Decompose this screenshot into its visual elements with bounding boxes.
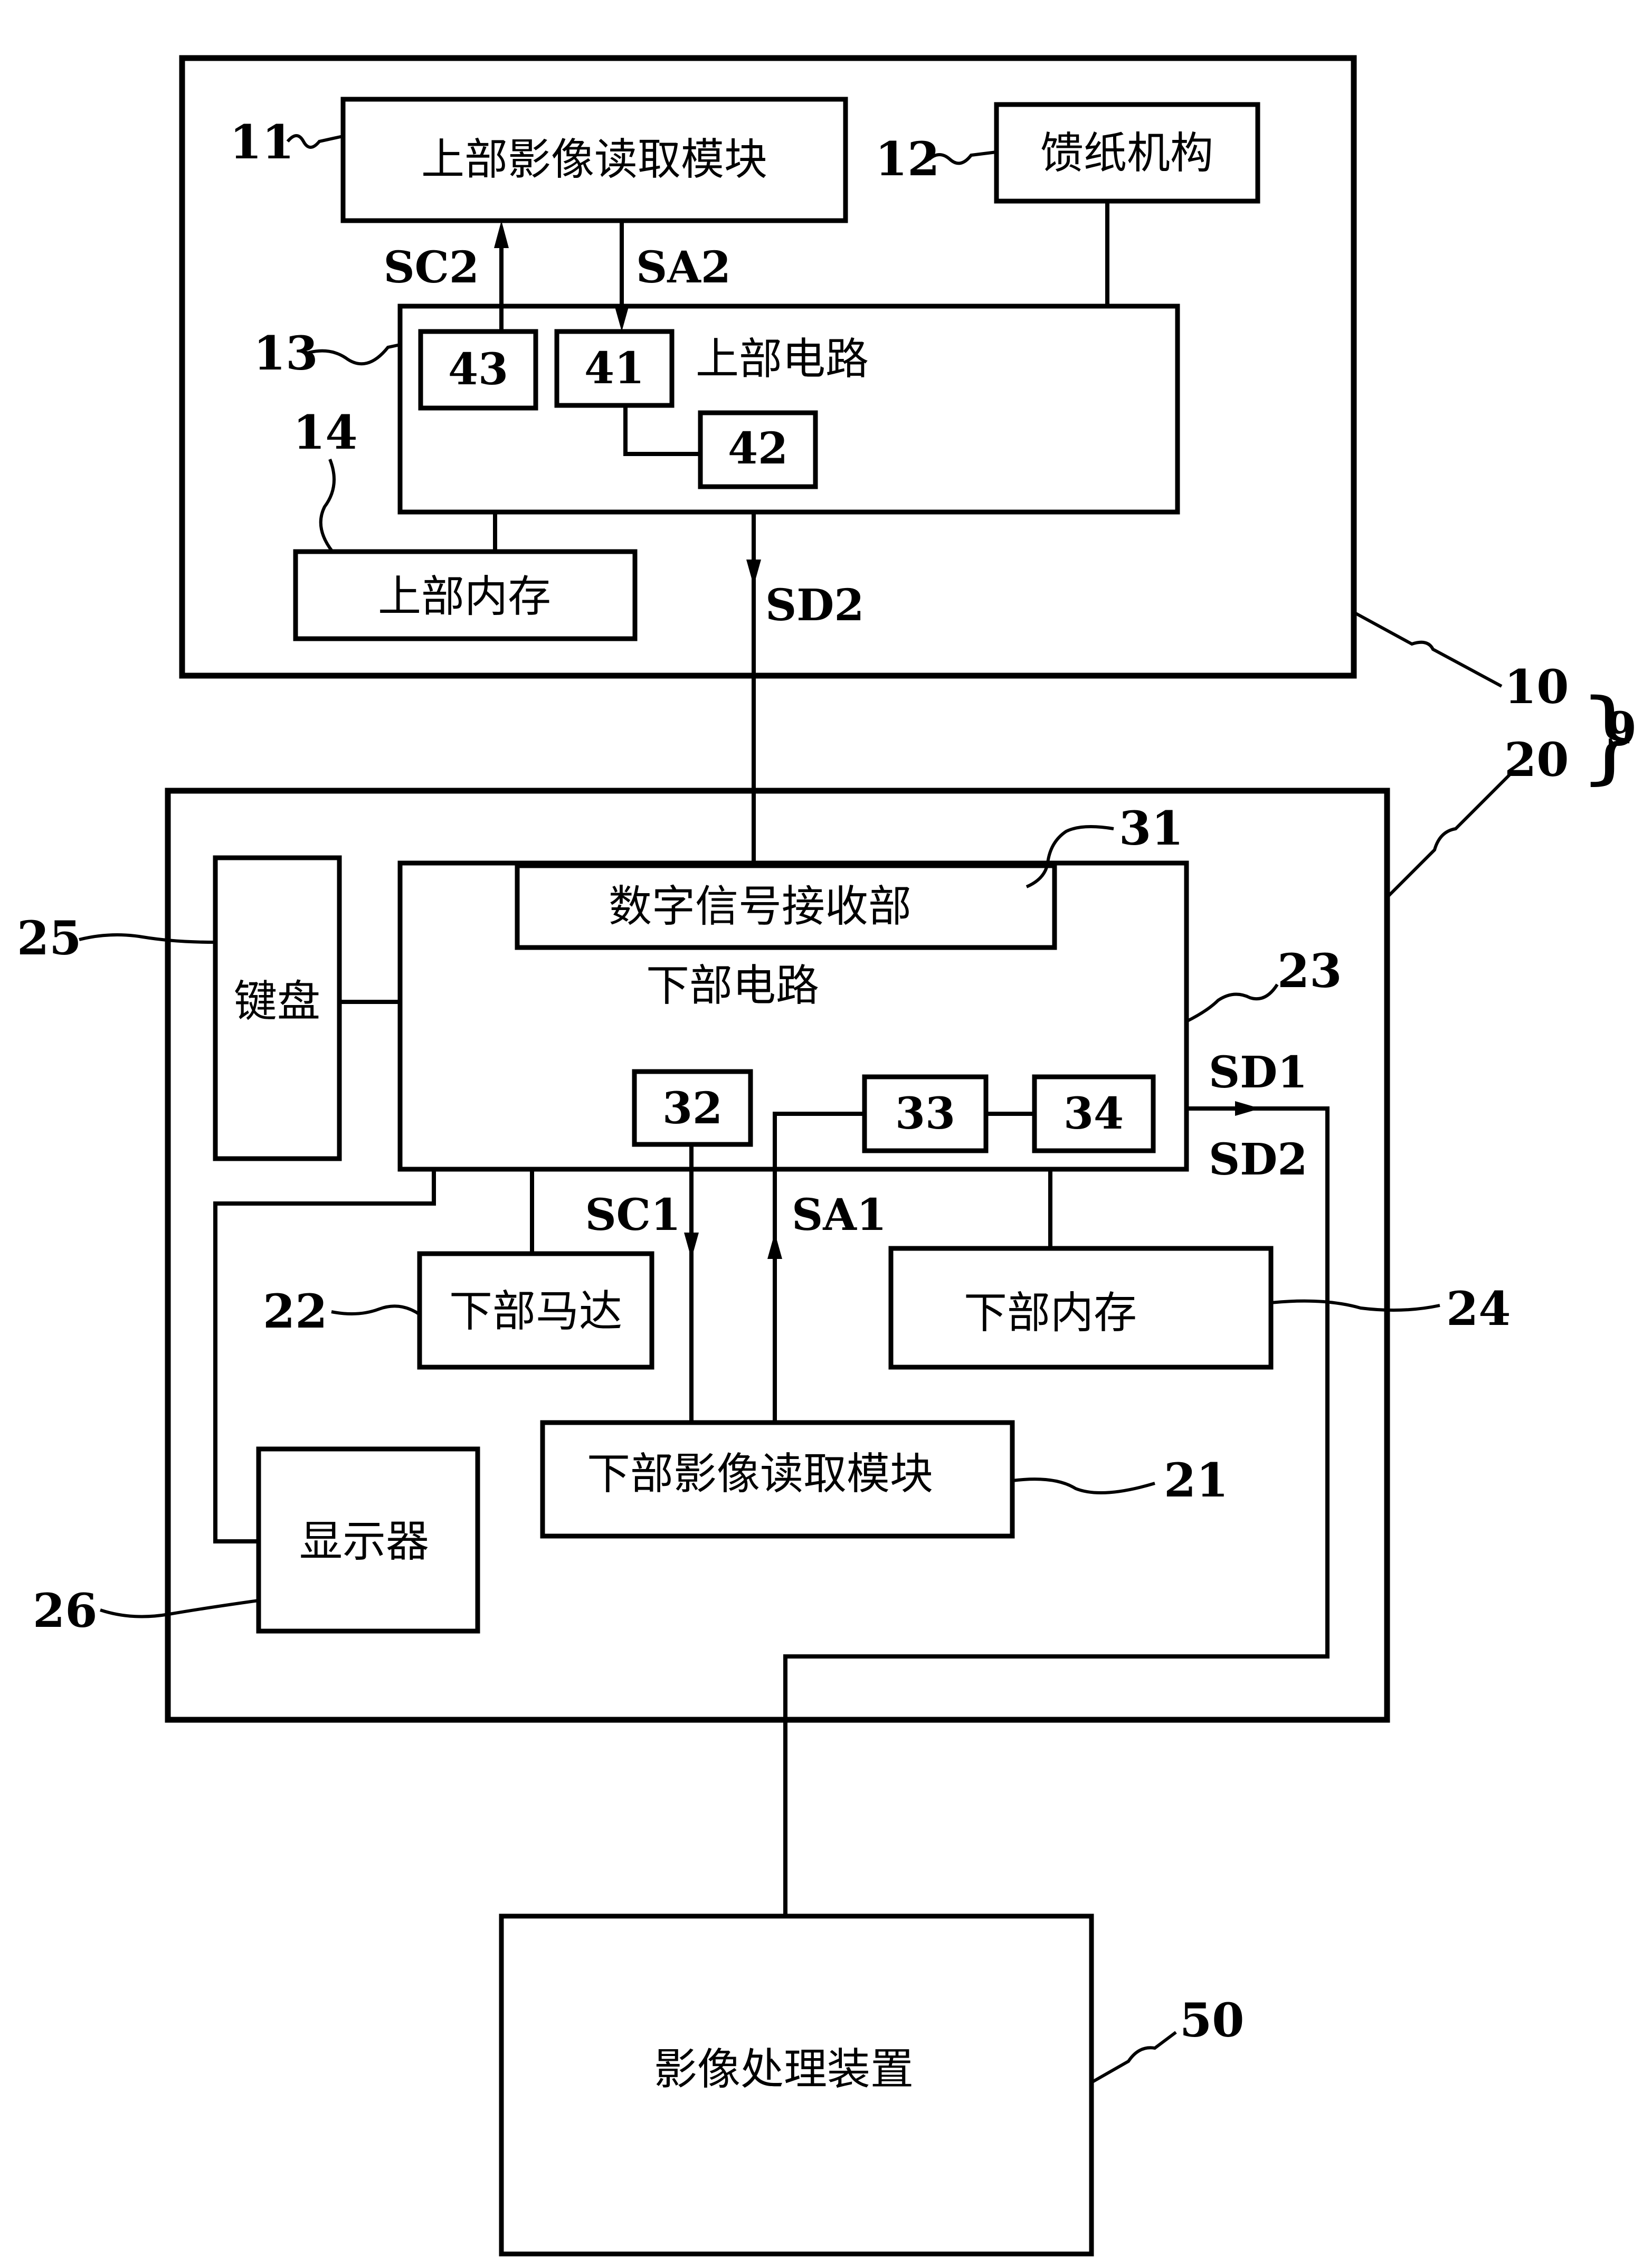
block-42-label: 42	[728, 423, 788, 474]
keyboard-box	[213, 855, 342, 1161]
leader-26	[100, 1599, 259, 1618]
leader-12	[927, 150, 997, 165]
lower-image-module-box	[540, 1420, 1015, 1539]
lower-circuit-label: 下部电路	[646, 961, 819, 1011]
arrow-sd1	[1235, 1101, 1260, 1116]
block-41	[554, 329, 675, 408]
upper-unit-frame	[179, 55, 1357, 679]
leader-20	[1385, 769, 1515, 899]
display-label: 显示器	[299, 1517, 429, 1567]
signal-sc2-label: SC2	[383, 242, 479, 293]
lower-unit-frame	[165, 788, 1390, 1723]
ref-21: 21	[1164, 1453, 1228, 1508]
block-34	[1032, 1074, 1156, 1153]
lower-motor-box	[417, 1251, 654, 1370]
block-42	[698, 410, 818, 489]
leader-21	[1012, 1477, 1155, 1494]
ref-23: 23	[1277, 943, 1342, 998]
ref-9: 9	[1604, 702, 1637, 756]
leader-31	[1026, 825, 1114, 888]
ref-10: 10	[1504, 659, 1569, 714]
image-processor-box	[499, 1913, 1094, 2257]
ref-31: 31	[1119, 801, 1183, 856]
ref-13: 13	[253, 326, 318, 381]
leader-10	[1353, 611, 1503, 688]
block-32-label: 32	[662, 1083, 723, 1134]
signal-sc1-label: SC1	[585, 1190, 681, 1240]
lower-memory-box	[888, 1246, 1274, 1370]
ref-20: 20	[1504, 732, 1569, 787]
ref-50: 50	[1180, 1993, 1244, 2048]
leader-13	[308, 343, 401, 366]
upper-image-module-box	[340, 97, 848, 223]
leader-23	[1185, 983, 1279, 1023]
leader-11	[286, 134, 344, 149]
ref-24: 24	[1446, 1281, 1511, 1336]
ref-14: 14	[293, 405, 357, 460]
signal-sa2-label: SA2	[636, 242, 731, 293]
block-33-label: 33	[895, 1088, 955, 1139]
upper-memory-box	[293, 549, 638, 641]
wire-41-to-42	[623, 405, 700, 456]
arrow-sd2-upper	[746, 560, 761, 586]
system-brace: }	[1578, 678, 1642, 794]
leader-50	[1090, 2031, 1177, 2084]
upper-memory-label: 上部内存	[378, 572, 551, 622]
upper-circuit-label: 上部电路	[696, 334, 869, 384]
leader-25	[79, 933, 216, 944]
ref-22: 22	[263, 1284, 327, 1339]
signal-sd2-lower-label: SD2	[1209, 1134, 1307, 1185]
block-43	[418, 329, 538, 411]
image-processor-label: 影像处理装置	[654, 2044, 914, 2095]
display-box	[256, 1446, 480, 1634]
wire-sa1	[773, 1112, 865, 1423]
signal-sd1-label: SD1	[1209, 1047, 1307, 1098]
signal-sd2-upper-label: SD2	[765, 580, 864, 631]
keyboard-label: 键盘	[234, 977, 320, 1027]
arrow-sa2	[614, 305, 629, 331]
block-32	[632, 1069, 753, 1147]
upper-image-module-label: 上部影像读取模块	[421, 135, 767, 185]
paper-feed-label: 馈纸机构	[1040, 128, 1213, 178]
wire-circuit-to-display	[213, 1169, 436, 1543]
arrow-sc2	[494, 221, 509, 248]
ref-26: 26	[33, 1583, 97, 1638]
digital-receiver-box	[515, 863, 1057, 950]
ref-25: 25	[17, 911, 81, 965]
paper-feed-box	[994, 102, 1260, 204]
signal-sa1-label: SA1	[792, 1190, 887, 1240]
lower-memory-label: 下部内存	[964, 1288, 1137, 1338]
arrow-sa1	[767, 1233, 782, 1259]
lower-motor-label: 下部马达	[449, 1286, 622, 1337]
lower-image-module-label: 下部影像读取模块	[587, 1449, 933, 1499]
block-41-label: 41	[584, 343, 644, 394]
digital-receiver-label: 数字信号接收部	[609, 882, 912, 932]
wire-sd-output	[783, 1106, 1330, 1916]
leader-14	[319, 458, 336, 553]
block-34-label: 34	[1064, 1088, 1124, 1139]
arrow-sc1	[684, 1233, 699, 1259]
block-43-label: 43	[448, 344, 508, 395]
leader-24	[1270, 1299, 1440, 1312]
leader-22	[331, 1304, 421, 1316]
ref-11: 11	[230, 115, 294, 169]
